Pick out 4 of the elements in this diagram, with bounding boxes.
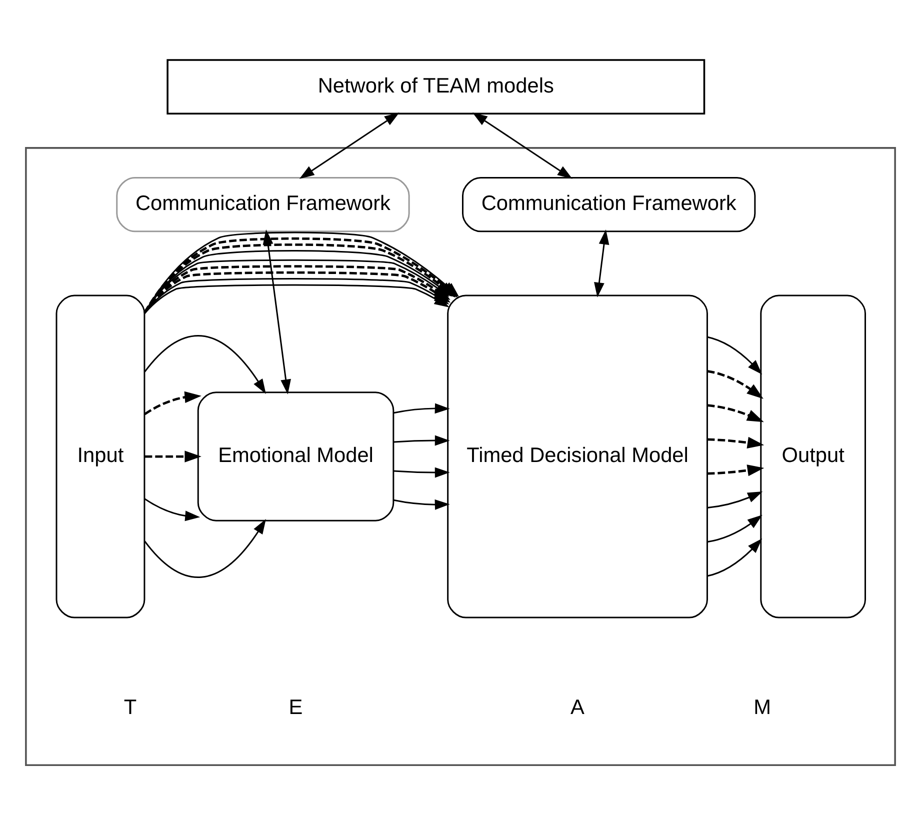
label: T: [124, 696, 137, 719]
label: A: [570, 696, 584, 719]
label: M: [754, 696, 772, 719]
label: E: [288, 696, 303, 719]
